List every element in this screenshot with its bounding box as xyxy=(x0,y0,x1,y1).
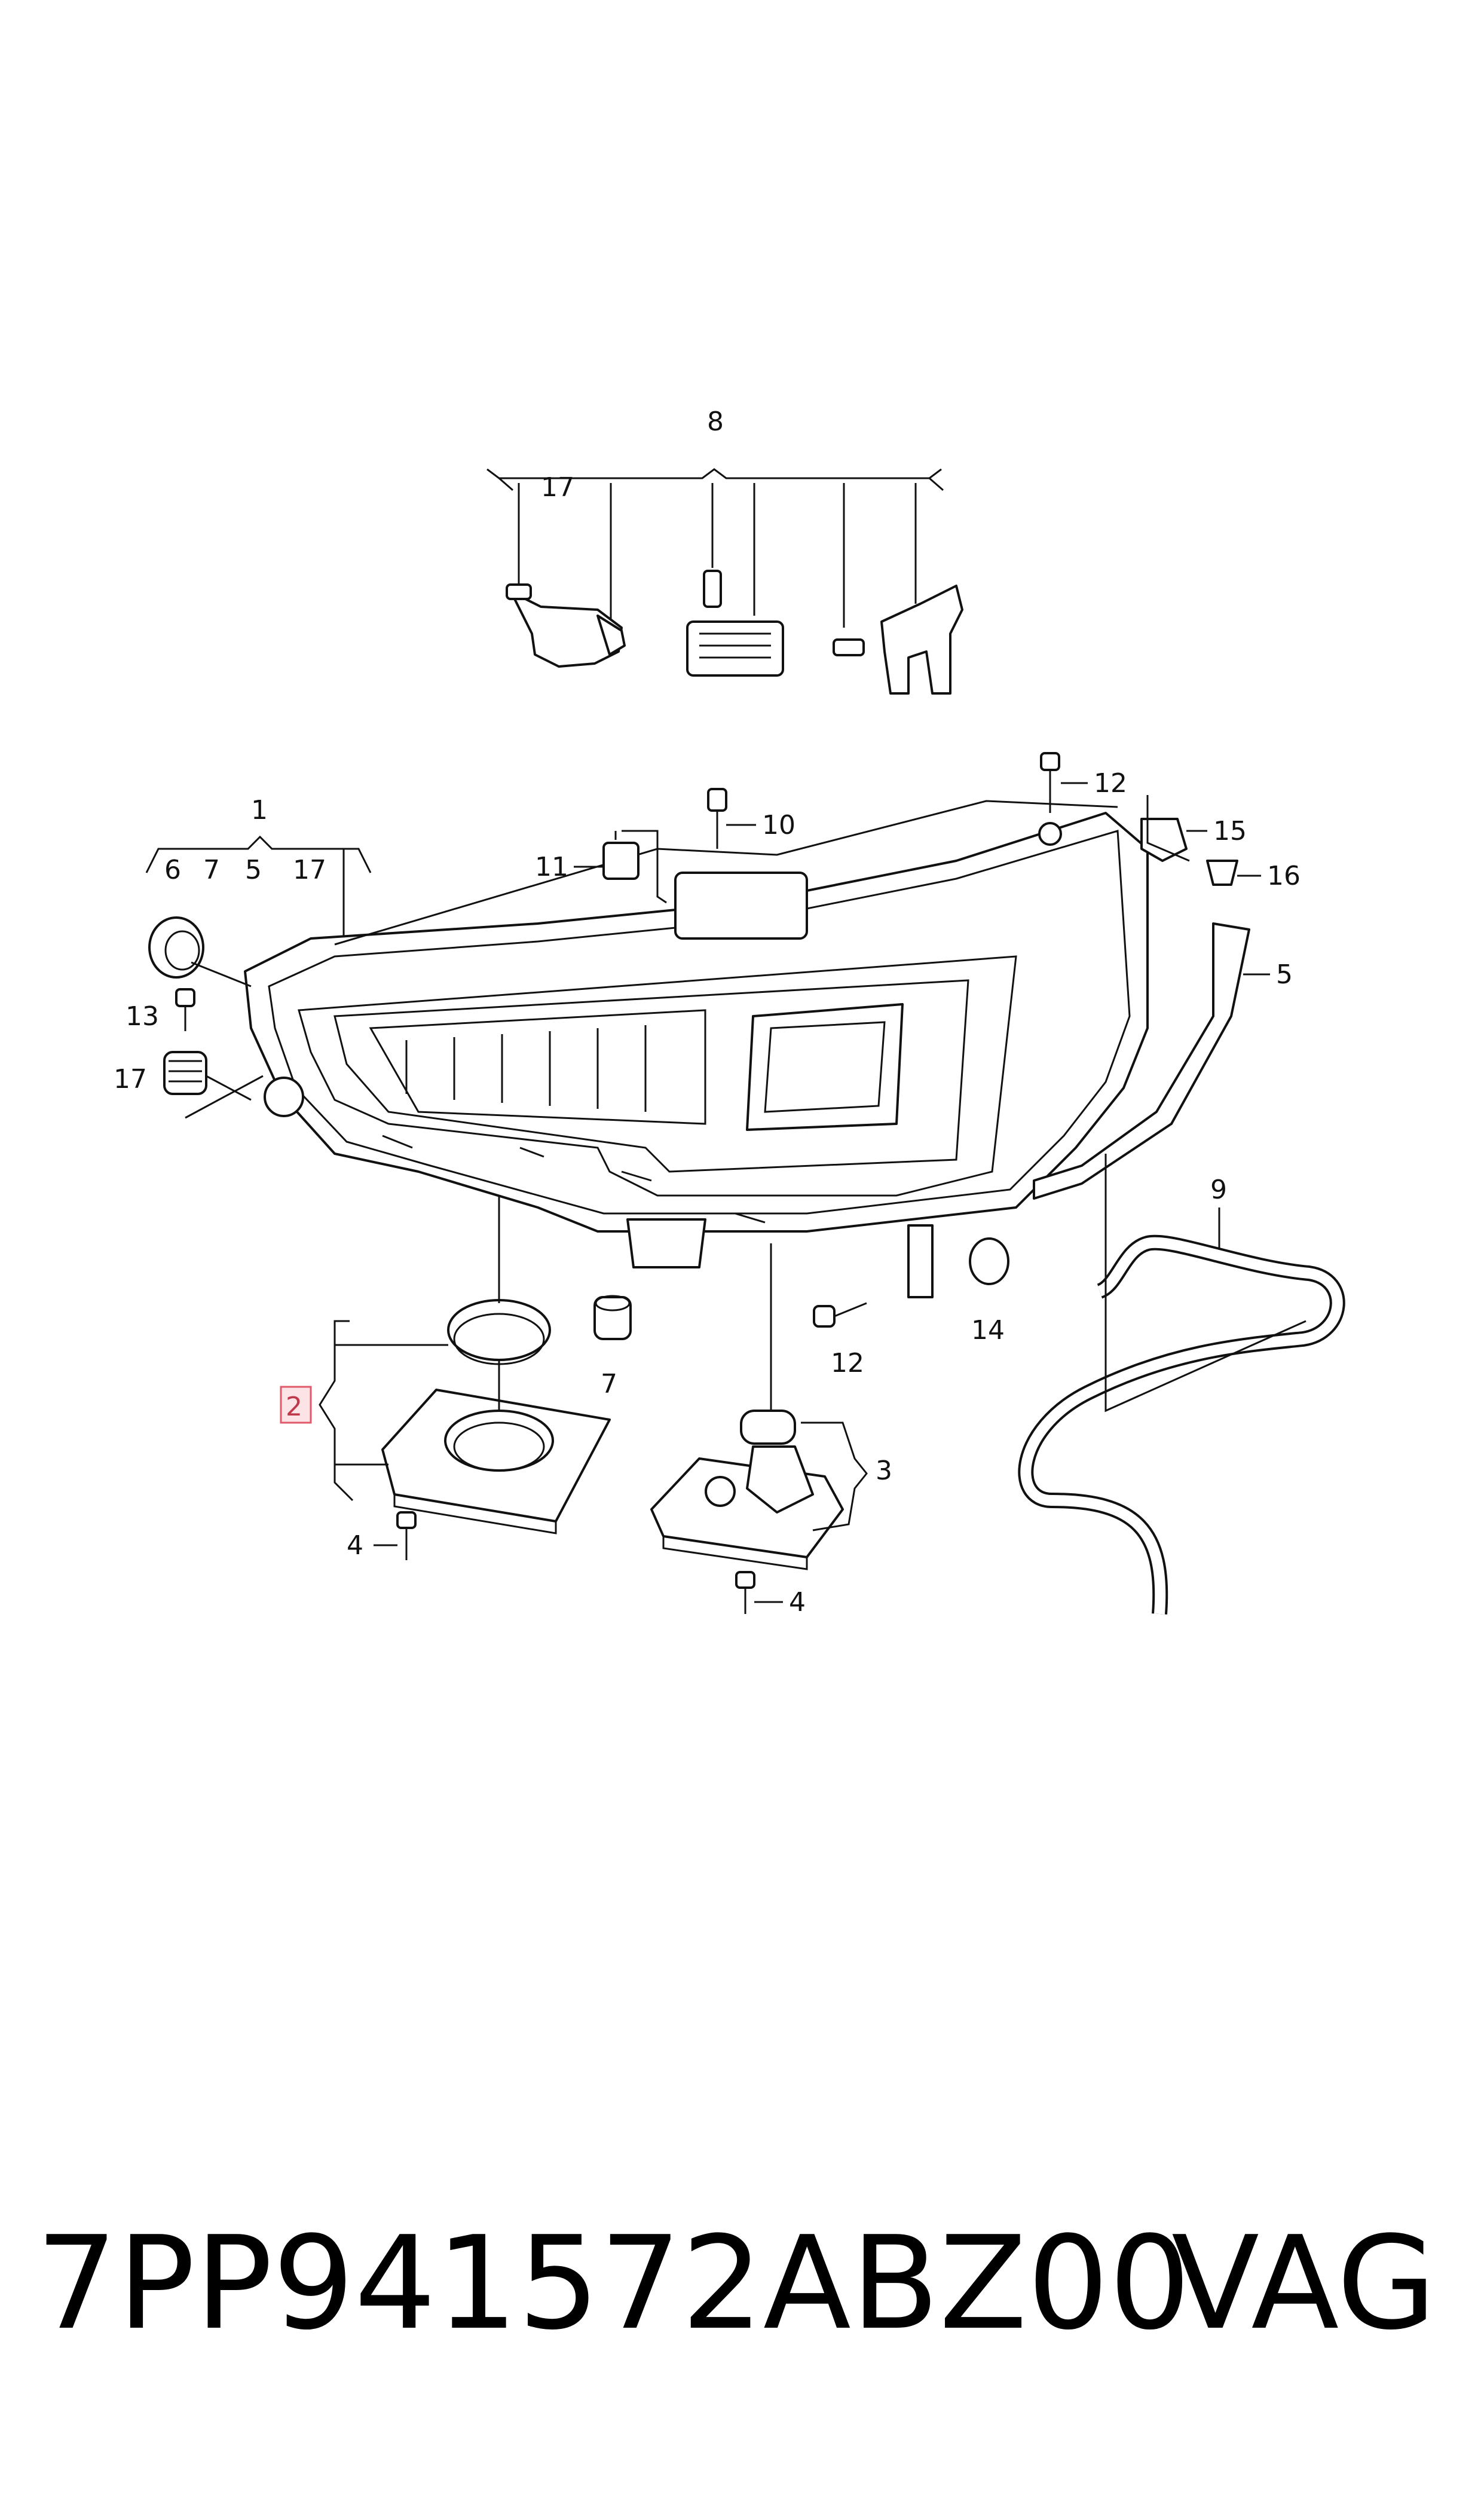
module-part-3 xyxy=(650,1445,844,1570)
screw-part-10 xyxy=(707,788,727,849)
module-part-2 xyxy=(381,1389,611,1534)
leader-6 xyxy=(191,961,252,988)
callout-5-top: 5 xyxy=(245,855,262,885)
callout-11: 11 xyxy=(535,852,568,882)
nut-part-17 xyxy=(163,1051,207,1095)
bracket-part-right xyxy=(833,585,963,695)
callout-6: 6 xyxy=(164,855,181,885)
callout-3: 3 xyxy=(876,1456,892,1486)
callout-14: 14 xyxy=(971,1315,1005,1346)
callout-1: 1 xyxy=(251,795,268,826)
seal-part-3 xyxy=(740,1410,796,1445)
callout-12-low: 12 xyxy=(831,1348,864,1378)
callout-2: 2 xyxy=(286,1392,302,1422)
callout-13: 13 xyxy=(126,1001,159,1032)
screw-part-4-right xyxy=(735,1571,755,1614)
callout-2-highlight xyxy=(280,1386,312,1424)
bracket-part-left xyxy=(506,583,626,668)
callout-17-top: 17 xyxy=(541,472,574,503)
ring-part-2 xyxy=(447,1299,551,1365)
leader-hose-center xyxy=(1104,1154,1306,1413)
cap-part-6 xyxy=(148,916,204,979)
screw-part-4-left xyxy=(396,1511,417,1560)
callout-9: 9 xyxy=(1210,1175,1227,1205)
leader-bracket-left xyxy=(185,1075,264,1119)
side-reflector xyxy=(1033,922,1250,1200)
bracket-group-8 xyxy=(486,468,944,628)
screw-part-12-low xyxy=(813,1302,867,1328)
callout-16: 16 xyxy=(1267,861,1301,891)
callout-4-left: 4 xyxy=(347,1530,363,1561)
callout-12-top: 12 xyxy=(1094,768,1127,799)
callout-5-right: 5 xyxy=(1276,959,1293,990)
bracket-group-3 xyxy=(801,1421,868,1531)
leader-17-left xyxy=(206,1075,252,1101)
callout-17-mid: 17 xyxy=(293,855,326,885)
clip-part-11 xyxy=(602,830,667,904)
part-number-label: 7PP941572ABZ00 xyxy=(36,2208,1191,2358)
callout-8: 8 xyxy=(707,406,724,437)
callout-7-top: 7 xyxy=(203,855,220,885)
callout-10: 10 xyxy=(762,810,795,840)
screw-part-13 xyxy=(175,988,195,1031)
screw-part-12-top xyxy=(1038,752,1062,846)
bracket-part-mid xyxy=(686,570,784,677)
hose-part-9 xyxy=(1018,1234,1345,1615)
bracket-group-2 xyxy=(319,1320,354,1502)
leader-bracket-right xyxy=(1146,795,1190,862)
brand-label: VAG xyxy=(1171,2208,1437,2358)
headlight-housing xyxy=(244,800,1149,1298)
callout-15: 15 xyxy=(1213,816,1247,846)
clip-part-16 xyxy=(1206,860,1238,886)
callout-7-low: 7 xyxy=(601,1369,617,1399)
callout-17-left: 17 xyxy=(114,1064,147,1095)
clip-part-14 xyxy=(969,1237,1009,1285)
callout-4-right: 4 xyxy=(789,1587,806,1618)
plug-part-7 xyxy=(593,1295,632,1340)
